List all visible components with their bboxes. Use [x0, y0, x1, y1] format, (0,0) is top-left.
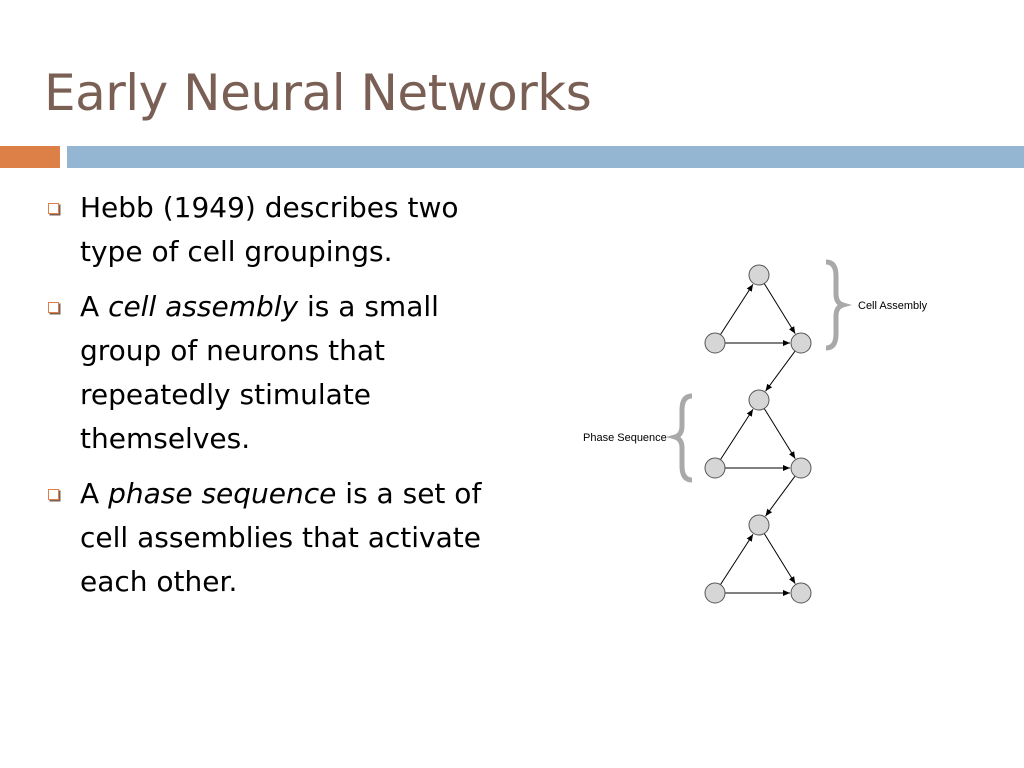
bullet-term: phase sequence	[108, 477, 337, 510]
neuron-node	[704, 332, 726, 354]
diagram-edges	[720, 283, 796, 596]
connection-arrow	[765, 350, 796, 392]
bullet-square-icon	[48, 203, 59, 214]
connection-arrow	[763, 533, 796, 584]
title-accent-bar	[0, 146, 60, 168]
phase-sequence-label: Phase Sequence	[583, 432, 667, 444]
cell-assembly-label: Cell Assembly	[858, 300, 928, 312]
bullet-item: A phase sequence is a set of cell assemb…	[44, 472, 484, 604]
neuron-node	[790, 457, 812, 479]
connection-arrow	[720, 408, 754, 460]
neuron-node	[790, 582, 812, 604]
slide-title: Early Neural Networks	[44, 64, 592, 122]
cell-assembly-diagram: Cell Assembly Phase Sequence	[583, 259, 928, 604]
bullet-suffix: is a small group of neurons that repeate…	[80, 290, 439, 455]
neuron-node	[748, 514, 770, 536]
bullet-item: A cell assembly is a small group of neur…	[44, 285, 484, 461]
bullet-list: Hebb (1949) describes two type of cell g…	[44, 186, 484, 615]
bullet-square-icon	[48, 489, 59, 500]
diagram-nodes	[704, 264, 812, 604]
bullet-item: Hebb (1949) describes two type of cell g…	[44, 186, 484, 274]
connection-arrow	[765, 475, 796, 517]
bullet-suffix: is a set of cell assemblies that activat…	[80, 477, 482, 598]
bullet-prefix: A	[80, 477, 109, 510]
connection-arrow	[763, 283, 796, 334]
bullet-text: Hebb (1949) describes two type of cell g…	[80, 191, 459, 268]
title-divider-bar	[67, 146, 1024, 168]
neuron-node	[790, 332, 812, 354]
neuron-node	[704, 582, 726, 604]
neuron-node	[748, 389, 770, 411]
cell-assembly-brace	[825, 259, 853, 351]
neuron-node	[748, 264, 770, 286]
bullet-term: cell assembly	[108, 290, 299, 323]
bullet-square-icon	[48, 302, 59, 313]
connection-arrow	[720, 533, 754, 585]
bullet-prefix: A	[80, 290, 109, 323]
phase-sequence-brace	[665, 393, 693, 483]
neuron-node	[704, 457, 726, 479]
connection-arrow	[720, 283, 754, 335]
connection-arrow	[763, 408, 796, 459]
